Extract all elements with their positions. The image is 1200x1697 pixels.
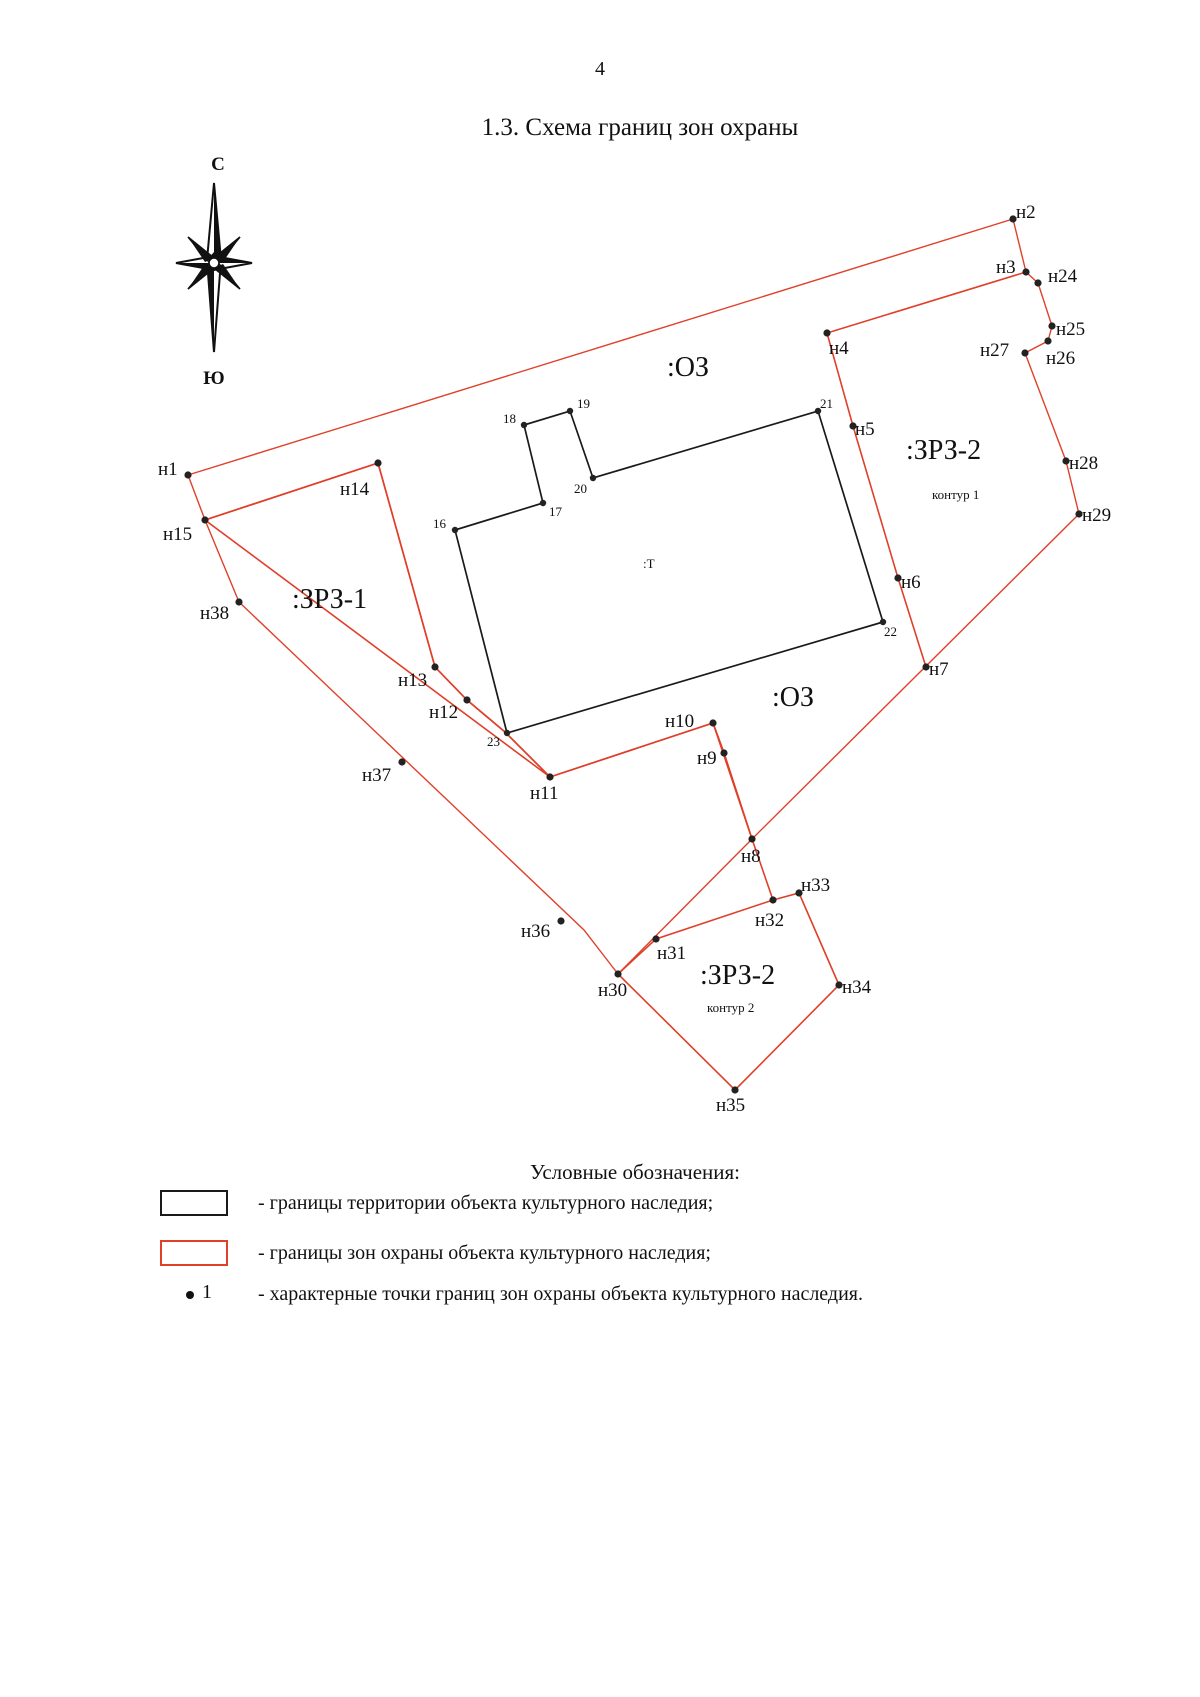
zrz2-contour2-boundary [616,892,840,1092]
point-label-n5: н5 [855,419,875,440]
point-label-n11: н11 [530,783,558,804]
zone-label-zrz2-contour1: :ЗРЗ-2 [906,435,981,466]
legend-red-box-icon [160,1240,228,1266]
point-label-17: 17 [549,504,563,519]
point-label-n25: н25 [1056,319,1085,340]
point-label-n30: н30 [598,980,627,1001]
point-label-n26: н26 [1046,348,1075,369]
point-label-n28: н28 [1069,453,1098,474]
zone-points [184,215,1083,1094]
point-label-n13: н13 [398,670,427,691]
compass-south-label: Ю [203,368,224,389]
point-label-23: 23 [487,734,500,749]
point-label-n10: н10 [665,711,694,732]
compass-north-label: С [211,154,225,175]
zone-sublabel-contour1: контур 1 [932,487,979,502]
zrz2-contour2-link [751,838,774,901]
heritage-territory-boundary [453,409,885,735]
point-label-n24: н24 [1048,266,1078,287]
legend-black-box-icon [160,1190,228,1216]
point-label-n9: н9 [697,748,717,769]
point-label-18: 18 [503,411,516,426]
territory-points [451,407,887,737]
point-label-n7: н7 [929,659,949,680]
point-label-n12: н12 [429,702,458,723]
point-label-n38: н38 [200,603,229,624]
zone-label-zrz2-contour2: :ЗРЗ-2 [700,960,775,991]
point-label-n2: н2 [1016,202,1036,223]
point-label-n36: н36 [521,921,550,942]
zone-label-oz-top: :ОЗ [667,352,709,383]
point-label-n35: н35 [716,1095,745,1116]
legend-text-points: - характерные точки границ зон охраны об… [258,1283,863,1305]
point-label-19: 19 [577,396,590,411]
legend-point-dot-icon [186,1291,194,1299]
point-label-n1: н1 [158,459,178,480]
zrz2-contour1-boundary [826,271,1027,668]
point-label-21: 21 [820,396,833,411]
legend-text-zones: - границы зон охраны объекта культурного… [258,1242,711,1264]
legend-title: Условные обозначения: [529,1160,741,1184]
legend-item-points: 1 - характерные точки границ зон охраны … [160,1281,1160,1321]
legend-point-number: 1 [202,1281,212,1303]
legend-item-territory: - границы территории объекта культурного… [160,1190,1160,1230]
zrz1-boundary [203,461,753,840]
point-label-22: 22 [884,624,897,639]
point-label-n34: н34 [842,977,872,998]
zrz1-boundary-line [204,461,753,840]
point-label-n3: н3 [996,257,1016,278]
point-label-n27: н27 [980,340,1009,361]
point-label-n6: н6 [901,572,921,593]
point-label-n33: н33 [801,875,830,896]
point-label-16: 16 [433,516,447,531]
point-label-20: 20 [574,481,587,496]
point-label-n14: н14 [340,479,370,500]
territory-point-labels: 16 17 18 19 20 21 22 23 [433,396,897,749]
legend-text-territory: - границы территории объекта культурного… [258,1192,714,1214]
zone-label-territory: :Т [643,556,655,571]
page-number: 4 [595,58,605,80]
boundary-scheme: С Ю 16 17 18 19 20 21 22 23 [158,154,1111,1116]
point-label-n29: н29 [1082,505,1111,526]
point-label-n8: н8 [741,846,761,867]
point-label-n37: н37 [362,765,391,786]
point-label-n32: н32 [755,910,784,931]
zone-label-zrz1: :ЗРЗ-1 [292,584,367,615]
page-title: 1.3. Схема границ зон охраны [481,114,799,141]
point-label-n31: н31 [657,943,686,964]
point-label-n4: н4 [829,338,849,359]
zone-sublabel-contour2: контур 2 [707,1000,754,1015]
zone-label-oz-bottom: :ОЗ [772,682,814,713]
compass-rose-icon [175,182,253,353]
zone-point-labels: н1 н2 н3 н4 н5 н6 н7 н8 н9 н10 н11 н12 н… [158,202,1111,1116]
point-label-n15: н15 [163,524,192,545]
legend-item-zones: - границы зон охраны объекта культурного… [160,1240,1160,1280]
